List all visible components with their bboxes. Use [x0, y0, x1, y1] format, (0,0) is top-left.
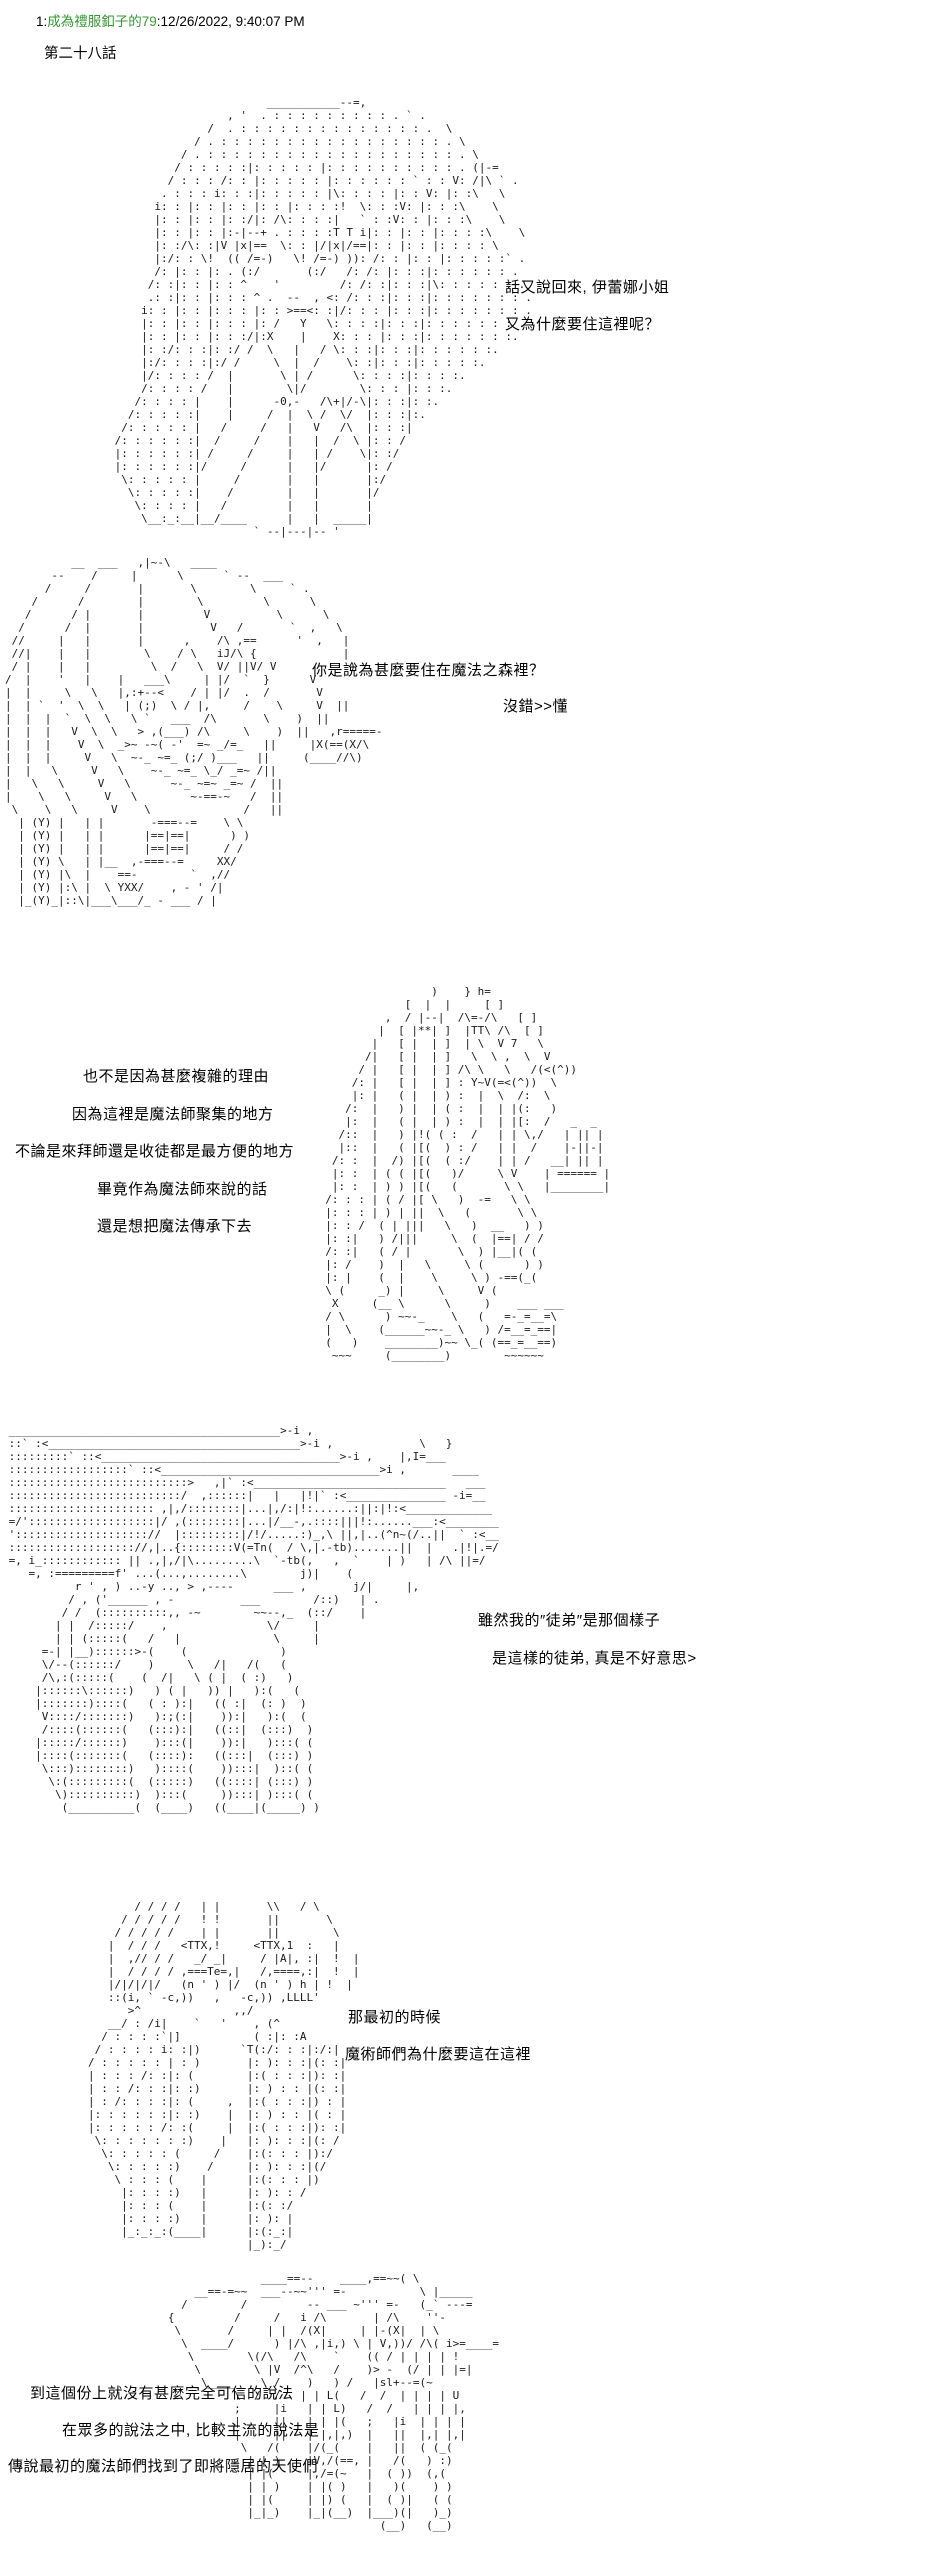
post-timestamp: :12/26/2022, 9:40:07 PM — [156, 14, 305, 29]
dialogue-text: 因為這裡是魔法師聚集的地方 — [72, 1106, 274, 1123]
chapter-title: 第二十八話 — [44, 46, 117, 62]
ascii-art-panel-5: / / / / | | \\ / \ / / / / / ! ! || \ / … — [87, 1900, 360, 2251]
dialogue-text: 是這樣的徒弟, 真是不好意思> — [492, 1650, 697, 1667]
dialogue-text: 畢竟作為魔法師來說的話 — [97, 1181, 268, 1198]
dialogue-text: 傳說最初的魔法師們找到了即將隱居的天使們 — [8, 2458, 319, 2475]
ascii-art-panel-1: ___________--=, , ' . : : : : : : : : : … — [114, 96, 532, 538]
dialogue-text: 雖然我的″徒弟″是那個樣子 — [478, 1612, 661, 1629]
dialogue-text: 到這個份上就沒有甚麼完全可信的說法 — [30, 2385, 294, 2402]
post-header: 1:成為禮服釦子的79:12/26/2022, 9:40:07 PM — [36, 10, 305, 30]
dialogue-text: 那最初的時候 — [348, 2009, 442, 2026]
ascii-art-panel-6: ____==-- ____,==~~( \ __==-=~~ ___--~~''… — [167, 2272, 499, 2532]
dialogue-text: 又為什麼要住這裡呢？ — [505, 316, 661, 333]
dialogue-text: 在眾多的說法之中, 比較主流的說法是 — [62, 2422, 320, 2439]
dialogue-text: 不論是來拜師還是收徒都是最方便的地方 — [15, 1143, 295, 1160]
dialogue-text: 魔術師們為什麼要這在這裡 — [345, 2046, 532, 2063]
ascii-art-panel-3: ) } h= [ | | [ ] , / |--| /\=-/\ [ ] | [… — [325, 985, 611, 1362]
dialogue-text: 話又說回來, 伊蕾娜小姐 — [505, 279, 670, 296]
dialogue-text: 沒錯>>懂 — [503, 698, 569, 715]
ascii-art-panel-2: __ ___ ,|~-\ ____ -- / | \ ` -- ___ / / … — [5, 556, 383, 907]
dialogue-text: 也不是因為甚麼複雜的理由 — [83, 1068, 270, 1085]
dialogue-text: 你是說為甚麼要住在魔法之森裡？ — [312, 662, 545, 679]
dialogue-text: 還是想把魔法傳承下去 — [97, 1218, 253, 1235]
poster-name: 成為禮服釦子的79 — [47, 14, 157, 29]
ascii-art-panel-4: ________________________________________… — [8, 1424, 499, 1814]
post-number: 1: — [36, 14, 48, 29]
